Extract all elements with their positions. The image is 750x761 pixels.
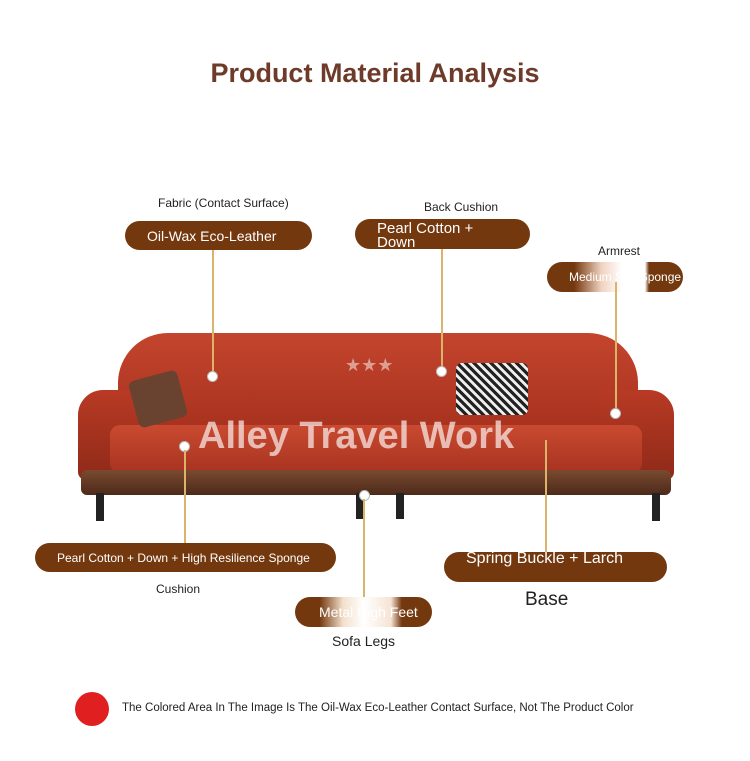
hotspot-dot [610, 408, 621, 419]
armrest-label: Armrest [598, 244, 640, 258]
connector-line [212, 250, 214, 376]
watermark: Alley Travel Work [198, 415, 515, 457]
sofa-leg [356, 493, 364, 519]
fabric-label: Fabric (Contact Surface) [158, 196, 289, 210]
cushion-value: Pearl Cotton + Down + High Resilience Sp… [57, 550, 310, 565]
watermark-stars: ★★★ [345, 355, 394, 375]
back-cushion-label: Back Cushion [424, 200, 499, 214]
base-value: Spring Buckle + Larch [466, 552, 623, 567]
back-cushion-value-pill: Pearl Cotton + Down [355, 219, 530, 249]
legs-label: Sofa Legs [332, 633, 396, 649]
pillow-houndstooth [456, 363, 528, 415]
connector-line [441, 249, 443, 371]
sofa-leg [96, 493, 104, 521]
sofa-illustration [78, 330, 674, 525]
connector-line [615, 282, 617, 412]
hotspot-dot [207, 371, 218, 382]
sofa-leg [652, 493, 660, 521]
sofa-leg [396, 493, 404, 519]
cushion-value-pill: Pearl Cotton + Down + High Resilience Sp… [35, 543, 336, 572]
cushion-label: Cushion [156, 582, 201, 596]
page-title: Product Material Analysis [210, 58, 540, 88]
armrest-value: Medium Soft Sponge [569, 270, 682, 284]
back-cushion-value: Pearl Cotton + Down [377, 220, 474, 249]
base-value-pill: Spring Buckle + Larch [444, 552, 667, 582]
sofa-back [118, 333, 638, 428]
connector-line [545, 440, 547, 553]
sofa-seat [110, 425, 642, 473]
sofa-base [81, 470, 671, 495]
connector-line [363, 499, 365, 597]
fabric-value: Oil-Wax Eco-Leather [147, 227, 277, 244]
legs-value-pill: Metal High Feet [295, 597, 432, 627]
fabric-value-pill: Oil-Wax Eco-Leather [125, 221, 312, 250]
color-note-dot [75, 692, 109, 726]
connector-line [184, 450, 186, 543]
hotspot-dot [436, 366, 447, 377]
color-note: The Colored Area In The Image Is The Oil… [122, 702, 634, 714]
base-label: Base [525, 589, 569, 610]
legs-value: Metal High Feet [319, 604, 418, 620]
